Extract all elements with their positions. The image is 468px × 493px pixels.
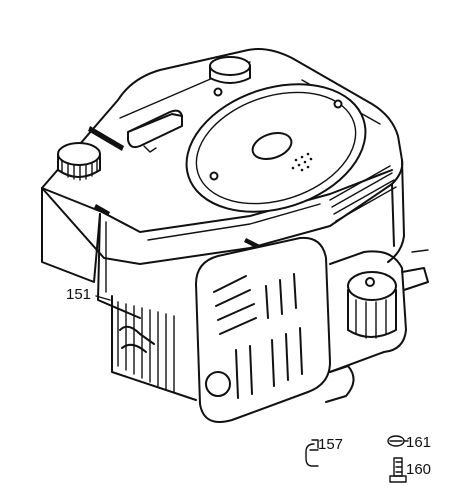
shroud-vent-slats: [329, 165, 397, 222]
air-cleaner-cover: [185, 83, 367, 213]
starter-handle: [127, 109, 183, 153]
leader-line-151: [95, 295, 111, 301]
pipe-fitting-icon: [305, 439, 319, 467]
oil-fill-cap: [209, 56, 251, 84]
callout-label-151: 151: [66, 286, 92, 303]
muffler-guard: [195, 236, 331, 423]
engine-block-right: [325, 249, 429, 403]
callout-label-160: 160: [406, 461, 432, 478]
callout-label-157: 157: [318, 436, 344, 453]
callout-label-161: 161: [406, 434, 432, 451]
bolt-head-icon: [387, 435, 409, 447]
fuel-cap: [57, 142, 101, 181]
cylinder-fins: [111, 295, 197, 401]
plug-fitting-icon: [389, 457, 407, 483]
